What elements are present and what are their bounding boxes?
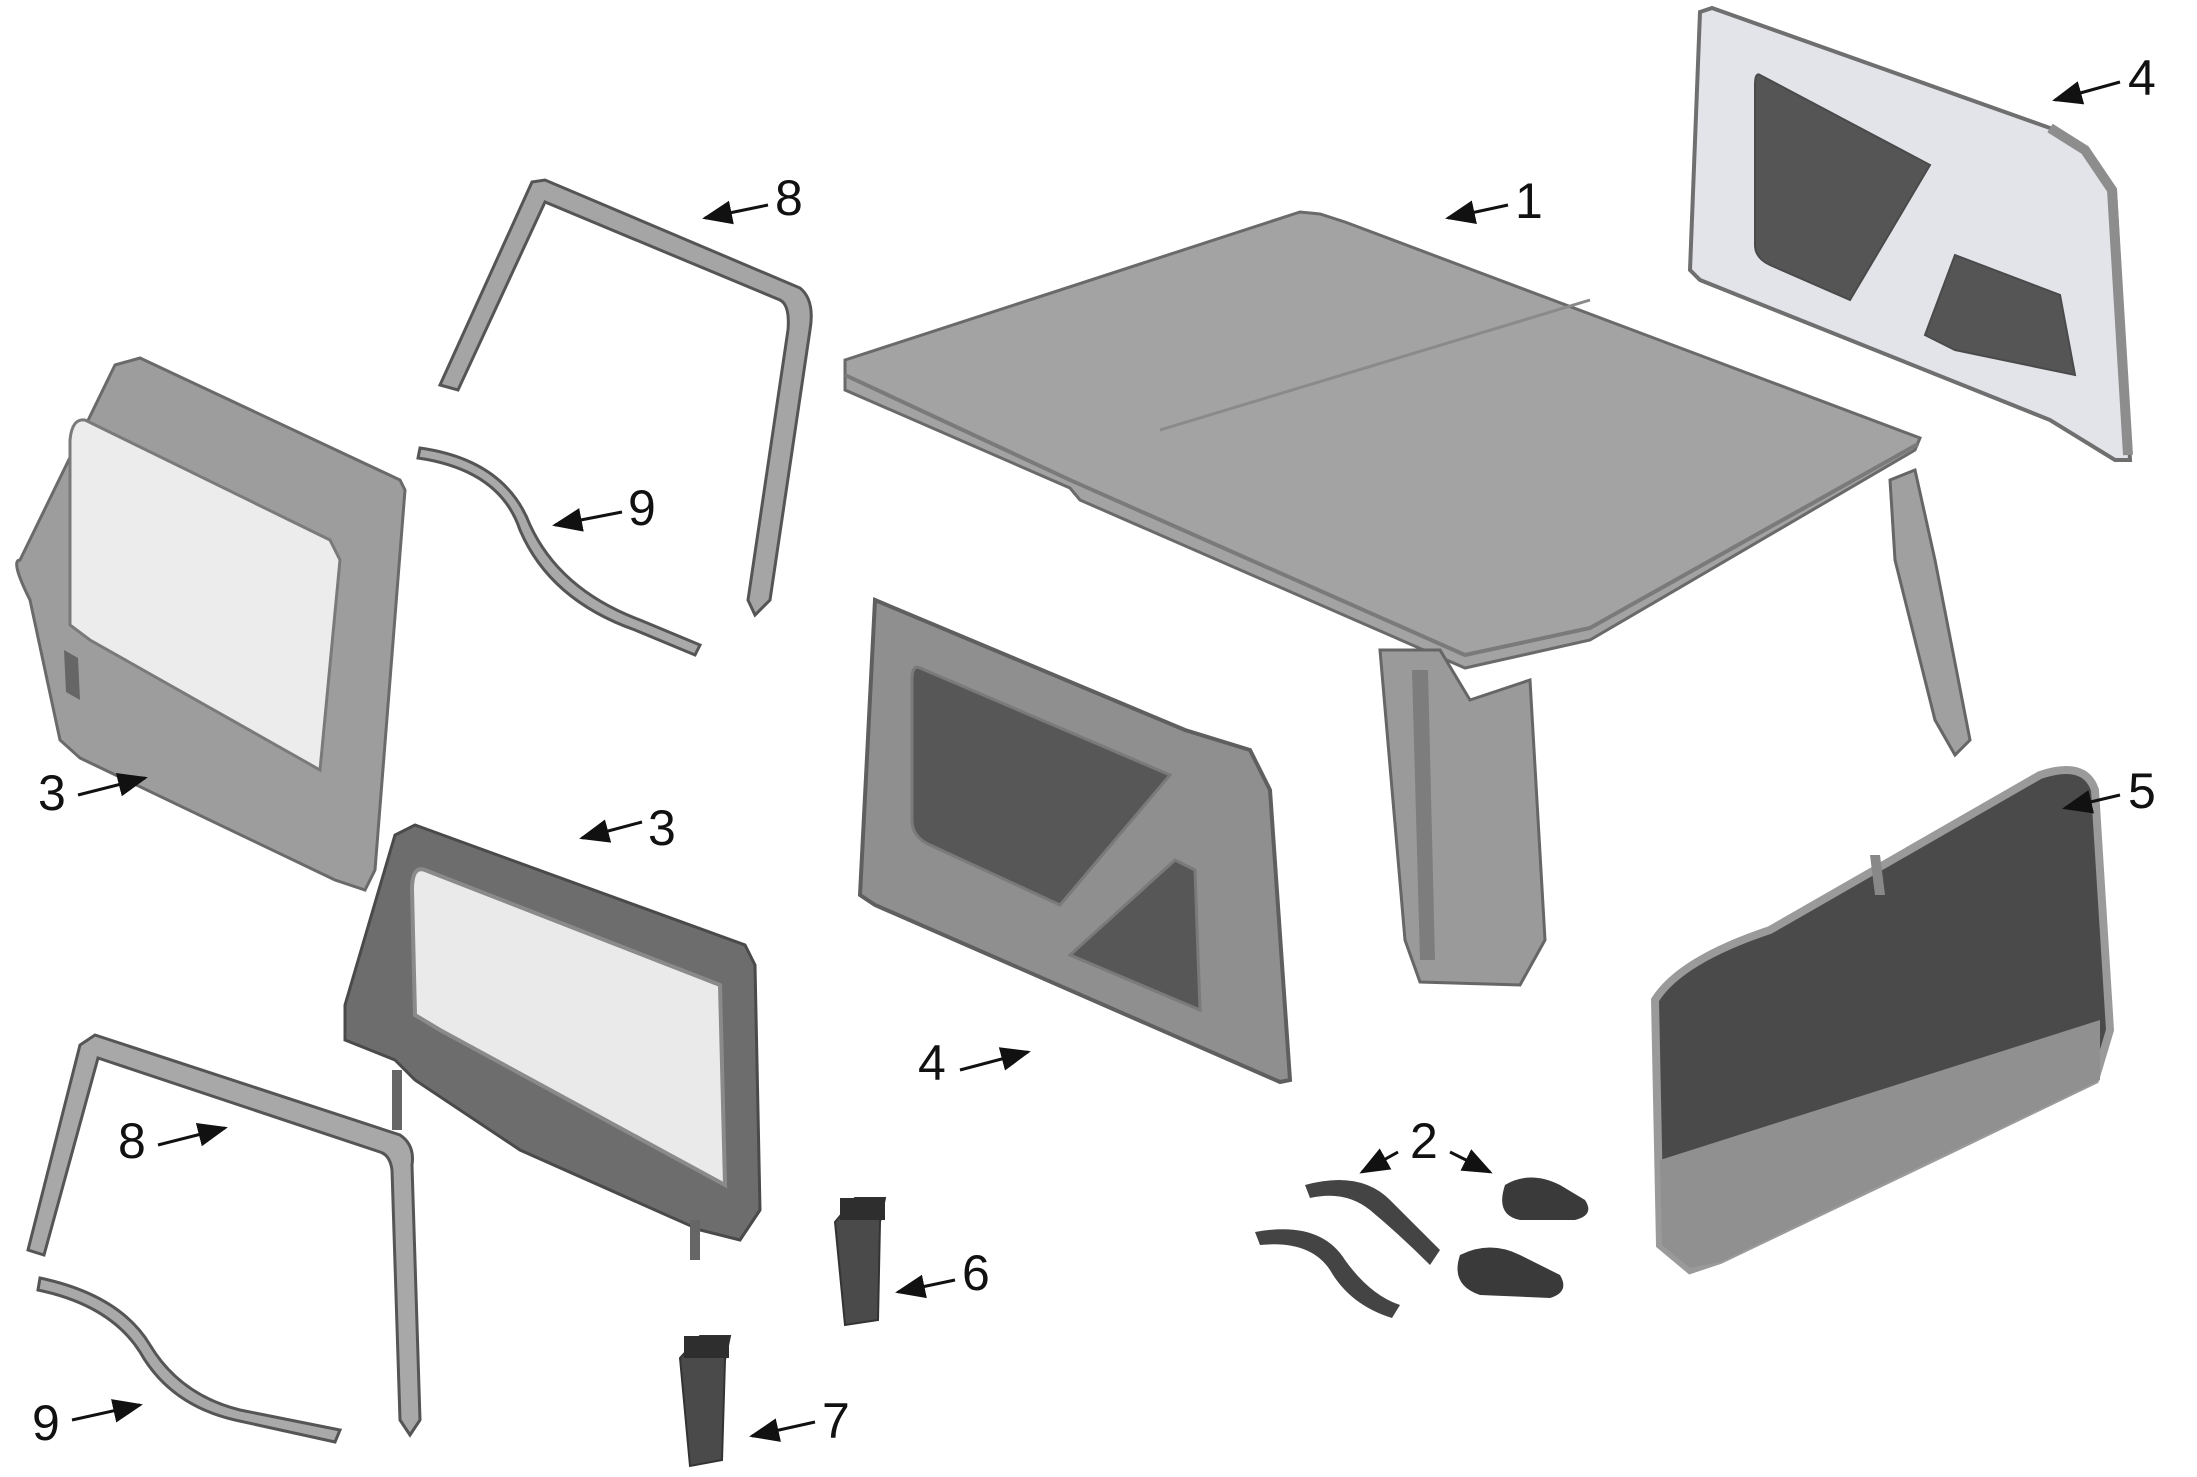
- callout-3-middle-label: 3: [648, 800, 676, 856]
- part-2-straps: [1255, 1177, 1589, 1318]
- callout-8-top-arrow: [702, 200, 769, 225]
- callout-9-bottom: 9: [32, 1395, 143, 1451]
- part-9-seal-top: [416, 446, 703, 657]
- bracket-7-top: [684, 1336, 729, 1358]
- callout-9-bottom-label: 9: [32, 1395, 60, 1451]
- callout-7-arrow: [749, 1418, 816, 1442]
- side-window-right-lower-pane: [1923, 253, 2077, 377]
- soft-top-rear-pillar: [1378, 648, 1547, 987]
- door-frame-top-shape: [437, 178, 813, 618]
- part-8-door-frame-top: [437, 178, 813, 618]
- part-8-door-frame-bottom: [26, 1033, 422, 1438]
- strap-long-2: [1255, 1229, 1400, 1318]
- strap-loop-1: [1502, 1177, 1589, 1220]
- callout-2-arrow-left: [1359, 1148, 1399, 1174]
- door-left-hinge: [64, 650, 80, 700]
- callout-4-top: 4: [2052, 50, 2156, 106]
- callout-4-middle-arrow: [959, 1047, 1031, 1072]
- callout-9-top-arrow: [552, 508, 623, 532]
- callout-5-arrow: [2062, 790, 2121, 814]
- soft-top-seam: [1159, 298, 1591, 432]
- strap-long-1: [1305, 1180, 1440, 1265]
- callout-4-top-label: 4: [2128, 50, 2156, 106]
- strap-loop-2: [1457, 1247, 1564, 1298]
- callout-4-middle-label: 4: [918, 1035, 946, 1091]
- side-window-left-upper-pane: [910, 665, 1173, 907]
- side-window-left-lower-pane: [1067, 858, 1202, 1013]
- callout-6-label: 6: [962, 1245, 990, 1301]
- callout-1-label: 1: [1515, 173, 1543, 229]
- seal-top-shape: [416, 446, 703, 657]
- rear-window-bottom-band: [1660, 1020, 2100, 1268]
- callout-8-top: 8: [702, 170, 803, 226]
- callout-3-top-label: 3: [38, 765, 66, 821]
- callout-7: 7: [749, 1393, 850, 1449]
- side-window-right-upper-pane: [1754, 73, 1932, 302]
- part-4-side-window-left: [857, 597, 1293, 1085]
- door-right-glass: [409, 867, 728, 1189]
- callout-9-bottom-arrow: [71, 1399, 143, 1423]
- side-window-right-edge: [2047, 123, 2133, 456]
- rear-window-zipper-pull: [1870, 855, 1885, 895]
- soft-top-right-pillar: [1888, 467, 1972, 758]
- callout-4-top-arrow: [2052, 80, 2121, 105]
- callout-1-arrow: [1445, 200, 1509, 225]
- door-right-leg-left: [392, 1070, 402, 1130]
- callout-6-arrow: [895, 1274, 956, 1299]
- callout-9-top: 9: [552, 480, 656, 536]
- callout-8-bottom-arrow: [157, 1123, 228, 1147]
- callout-8-bottom-label: 8: [118, 1113, 146, 1169]
- part-3-door-left: [15, 356, 407, 892]
- part-3-door-right: [343, 823, 762, 1260]
- soft-top-front-edge: [844, 373, 1919, 658]
- callout-2-label: 2: [1410, 1113, 1438, 1169]
- part-4-side-window-right: [1687, 5, 2133, 462]
- door-frame-bottom-shape: [26, 1033, 422, 1438]
- seal-bottom-shape: [36, 1276, 343, 1444]
- callout-3-middle-arrow: [579, 819, 643, 843]
- callout-8-top-label: 8: [775, 170, 803, 226]
- callout-5: 5: [2062, 763, 2156, 819]
- callout-8-bottom: 8: [118, 1113, 228, 1169]
- callout-7-label: 7: [822, 1393, 850, 1449]
- bracket-6-top: [840, 1198, 885, 1220]
- soft-top-rear-pillar-strip: [1412, 670, 1435, 960]
- callout-5-label: 5: [2128, 763, 2156, 819]
- callout-2: 2: [1359, 1113, 1493, 1174]
- door-left-glass: [68, 418, 342, 773]
- soft-top-roof: [843, 210, 1922, 670]
- door-right-leg-right: [690, 1220, 700, 1260]
- callout-6: 6: [895, 1245, 990, 1301]
- part-7-bracket: [678, 1335, 732, 1468]
- callout-9-top-label: 9: [628, 480, 656, 536]
- callout-3-middle: 3: [579, 800, 676, 856]
- callout-2-arrow-right: [1449, 1149, 1493, 1174]
- part-6-bracket: [833, 1197, 887, 1327]
- part-1-soft-top: [843, 210, 1972, 987]
- callout-3-top: 3: [38, 765, 148, 821]
- callout-4-middle: 4: [918, 1035, 1031, 1091]
- part-9-seal-bottom: [36, 1276, 343, 1444]
- callout-3-top-arrow: [77, 773, 148, 797]
- callout-1: 1: [1445, 173, 1543, 229]
- part-5-rear-window: [1650, 766, 2115, 1275]
